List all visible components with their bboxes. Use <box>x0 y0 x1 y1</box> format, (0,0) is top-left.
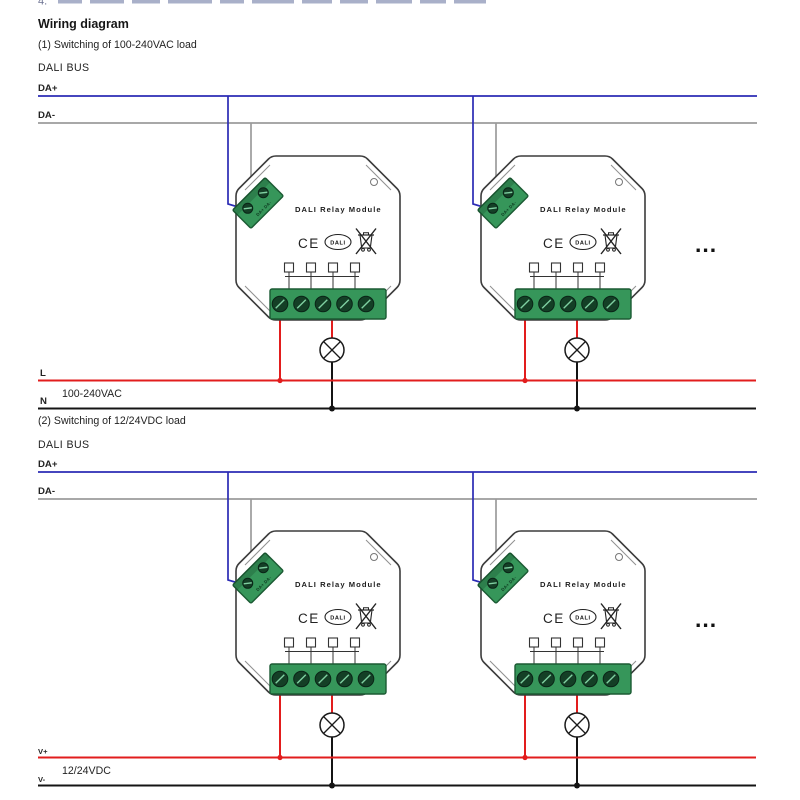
junction-dot <box>574 782 580 789</box>
voltage-label-dc: 12/24VDC <box>62 765 111 777</box>
relay-module-4 <box>476 530 646 696</box>
lamp-2 <box>564 337 590 363</box>
clipped-text-fragment <box>168 0 212 4</box>
diagram-ac-subtitle: (1) Switching of 100-240VAC load <box>38 39 197 51</box>
dali-bus-title: DALI BUS <box>38 62 89 74</box>
junction-dot <box>329 782 335 789</box>
dali-bus-title: DALI BUS <box>38 439 89 451</box>
clipped-text-fragment <box>252 0 294 4</box>
clipped-text-fragment <box>340 0 368 4</box>
clipped-text-fragment: 4. <box>38 0 47 8</box>
clipped-text-fragment <box>420 0 446 4</box>
da-plus-label: DA+ <box>38 459 58 470</box>
negative-label: V- <box>38 775 46 784</box>
junction-dot <box>522 754 528 761</box>
clipped-text-fragment <box>220 0 244 4</box>
junction-dot <box>277 377 283 384</box>
clipped-text-fragment <box>132 0 160 4</box>
diagram-ac: (1) Switching of 100-240VAC load DALI BU… <box>38 39 757 412</box>
diagram-dc: (2) Switching of 12/24VDC load DALI BUS … <box>38 415 757 789</box>
page-title: Wiring diagram <box>38 17 129 31</box>
da-minus-label: DA- <box>38 486 55 497</box>
lamp-4 <box>564 712 590 738</box>
positive-label: V+ <box>38 747 48 756</box>
lamp-1 <box>319 337 345 363</box>
relay-module-3 <box>231 530 401 696</box>
clipped-text-fragment <box>90 0 124 4</box>
clipped-text-fragment <box>454 0 486 4</box>
clipped-text-fragment <box>58 0 82 4</box>
clipped-text-fragment <box>302 0 332 4</box>
voltage-label-ac: 100-240VAC <box>62 388 122 400</box>
junction-dot <box>277 754 283 761</box>
diagram-dc-subtitle: (2) Switching of 12/24VDC load <box>38 415 186 427</box>
relay-module-2 <box>476 155 646 321</box>
more-modules-ellipsis: ... <box>695 231 717 257</box>
junction-dot <box>522 377 528 384</box>
junction-dot <box>329 405 335 412</box>
clipped-text-fragment <box>376 0 412 4</box>
relay-module-1 <box>231 155 401 321</box>
da-plus-label: DA+ <box>38 83 58 94</box>
live-label: L <box>40 368 46 379</box>
da-minus-label: DA- <box>38 110 55 121</box>
junction-dot <box>574 405 580 412</box>
more-modules-ellipsis: ... <box>695 606 717 632</box>
neutral-label: N <box>40 396 47 407</box>
lamp-3 <box>319 712 345 738</box>
clipped-top-text: 4. <box>38 0 486 8</box>
